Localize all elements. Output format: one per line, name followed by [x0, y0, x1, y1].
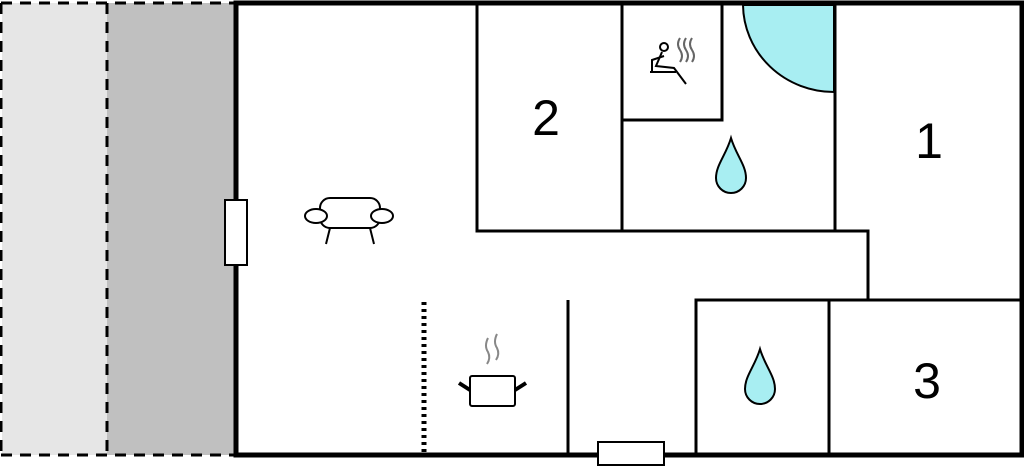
room-label-2: 2 [532, 90, 560, 146]
water-drop-icon [743, 345, 777, 405]
window [224, 199, 248, 266]
sauna-icon [650, 37, 695, 85]
shower-icon [741, 4, 835, 94]
water-drop-icon [714, 134, 748, 194]
sofa-icon [304, 197, 394, 245]
room-label-3: 3 [913, 353, 941, 409]
entrance-door [597, 441, 665, 466]
terrace-outline [0, 1, 236, 457]
terrace-inner [107, 3, 236, 455]
cooking-pot-icon [457, 333, 528, 407]
terrace-outer [2, 3, 107, 455]
room-label-1: 1 [915, 113, 943, 169]
interior-walls [475, 3, 1022, 455]
